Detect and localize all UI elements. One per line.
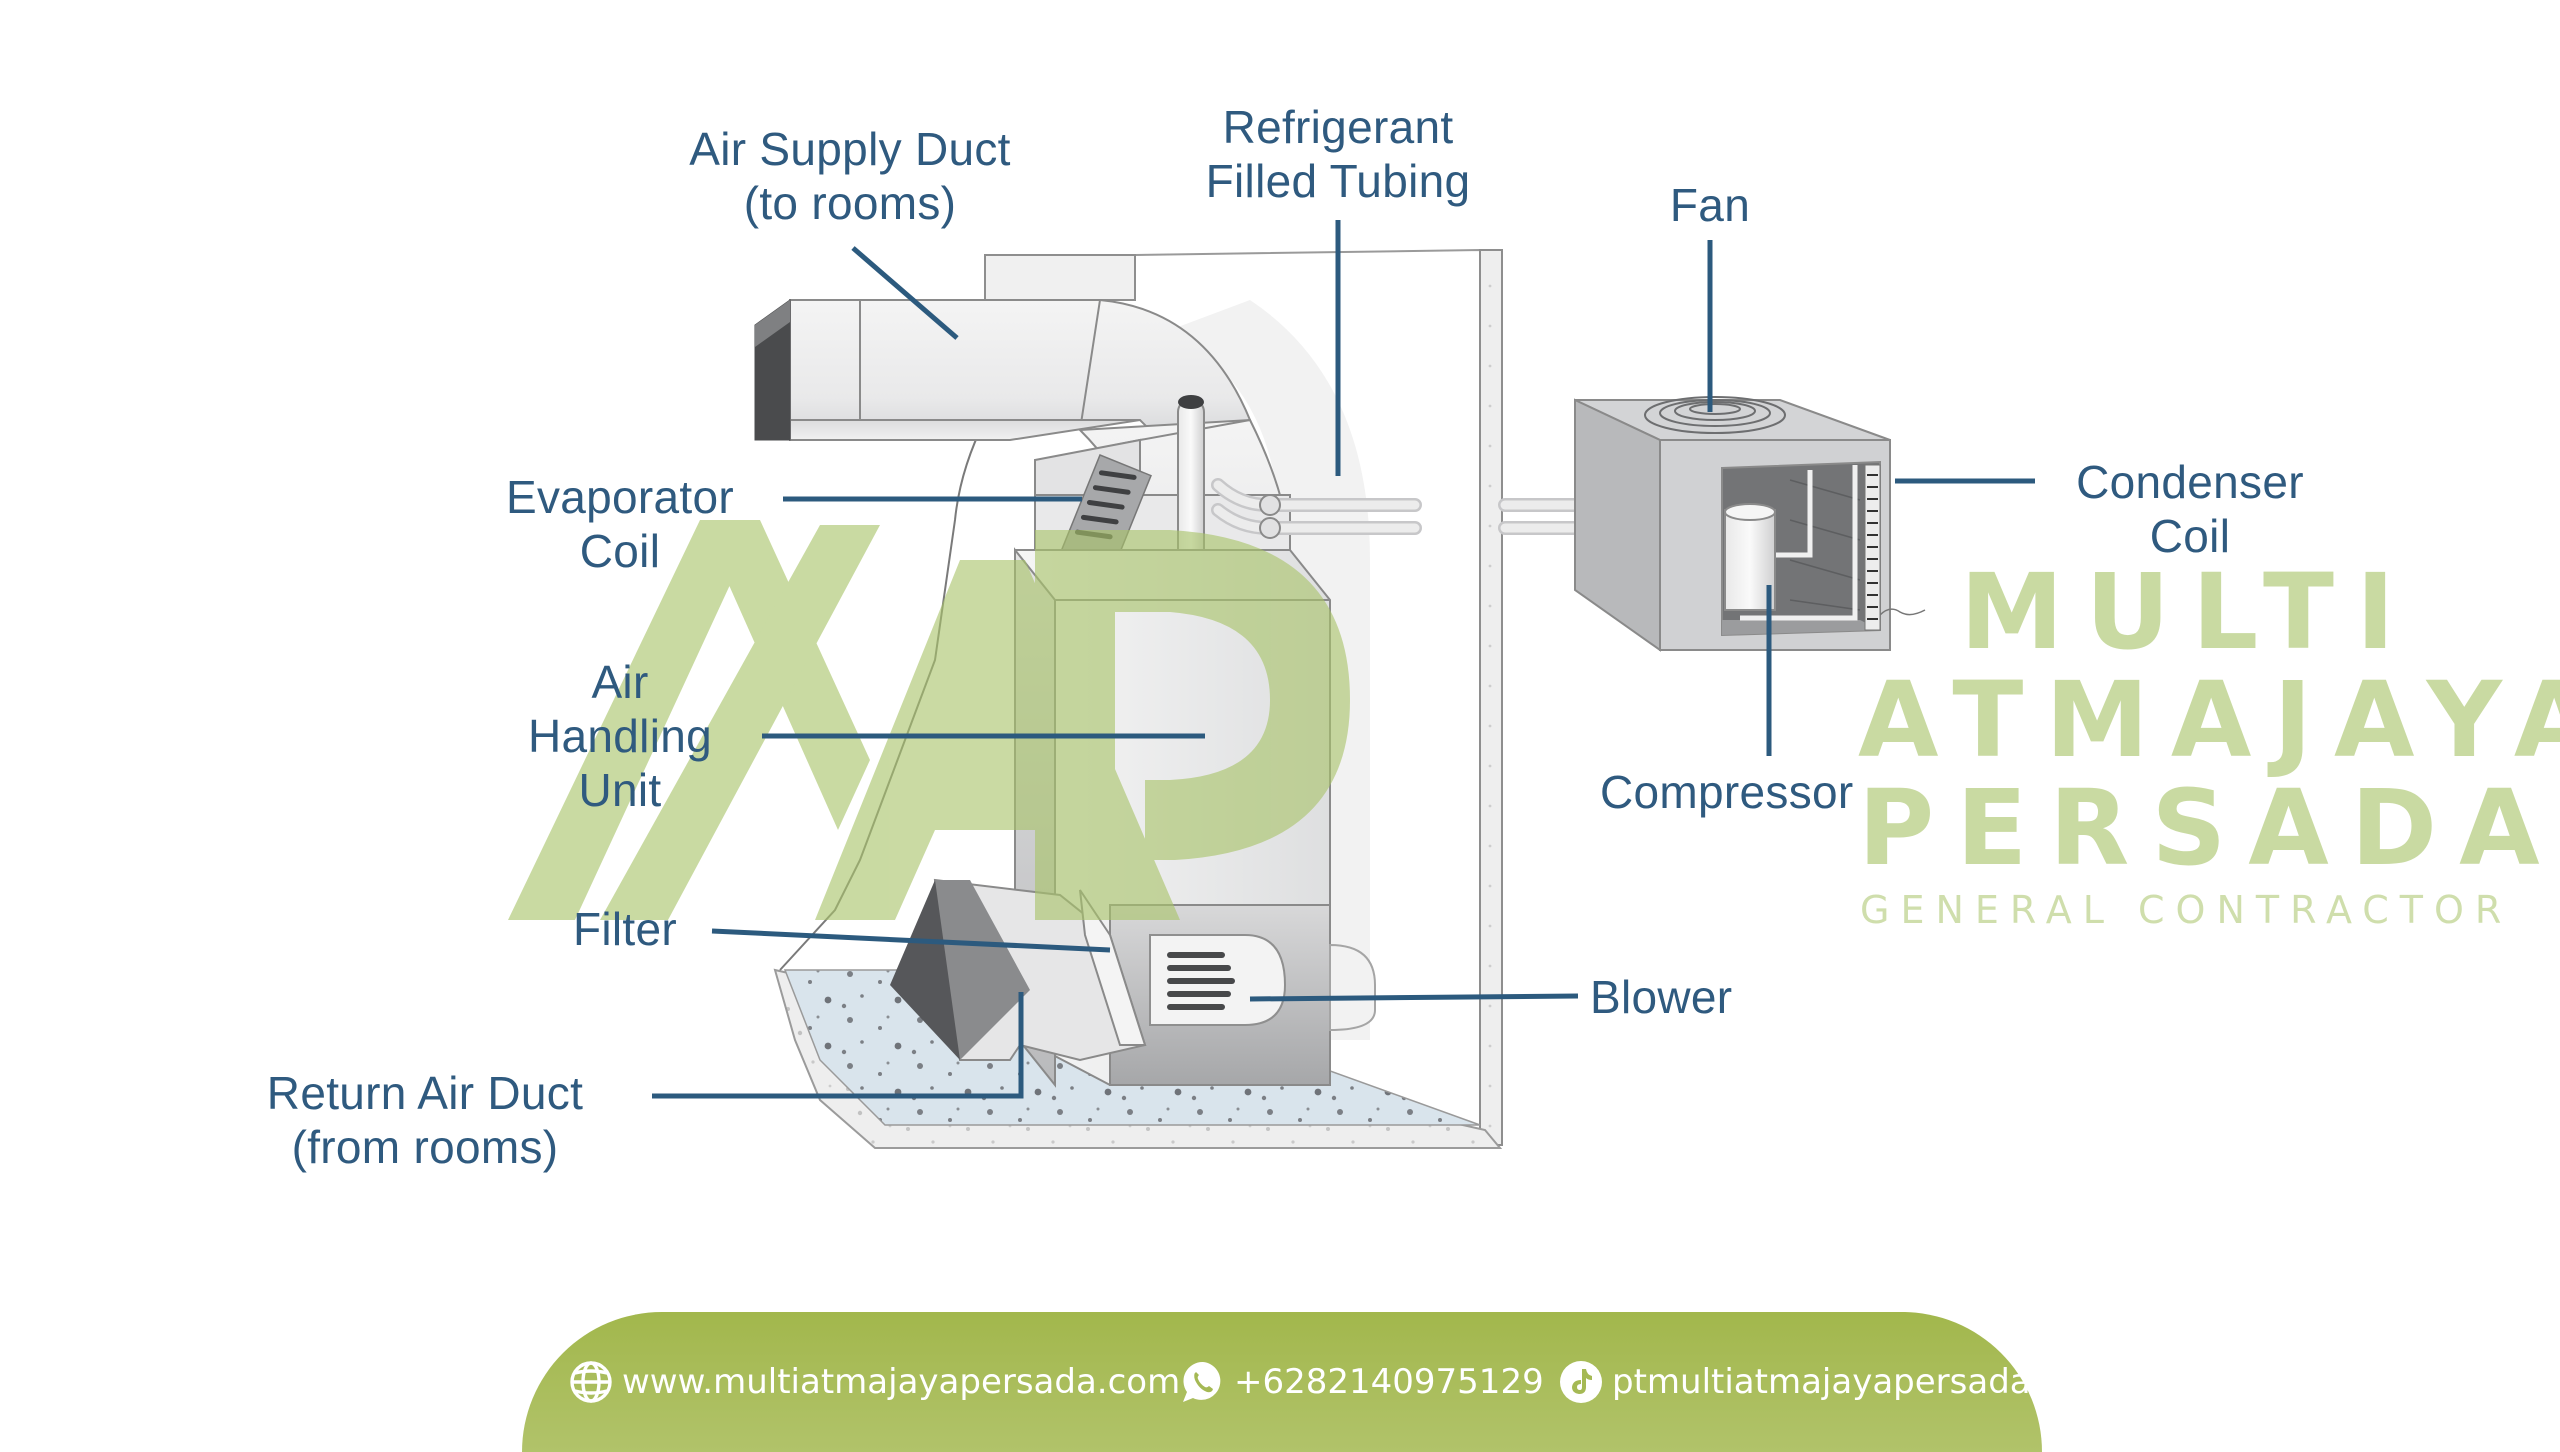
watermark-tagline: GENERAL CONTRACTOR (1860, 888, 2513, 932)
label-evaporator-coil: Evaporator Coil (505, 471, 734, 577)
website-text: www.multiatmajayapersada.com (622, 1362, 1181, 1402)
whatsapp-number: +6282140975129 (1234, 1362, 1544, 1402)
label-filter: Filter (572, 903, 678, 955)
label-refrigerant-tubing: Refrigerant Filled Tubing (1205, 101, 1471, 207)
tiktok-link[interactable]: ptmultiatmajayapersada (1558, 1358, 2031, 1406)
whatsapp-icon (1180, 1359, 1226, 1405)
whatsapp-link[interactable]: +6282140975129 (1180, 1358, 1544, 1406)
label-compressor: Compressor (1600, 766, 1854, 818)
watermark-line-3: PERSADA (1858, 767, 2560, 889)
exterior-wall (1479, 249, 1503, 1146)
contact-footer-bar (522, 1312, 2042, 1452)
globe-icon (568, 1359, 614, 1405)
watermark-line-2: ATMAJAYA (1858, 659, 2560, 781)
blower-vents (1167, 952, 1235, 1010)
label-condenser-coil: Condenser Coil (2076, 456, 2304, 562)
condenser-fan-grille (1644, 396, 1786, 434)
label-fan: Fan (1669, 179, 1751, 231)
label-air-supply-duct: Air Supply Duct (to rooms) (689, 123, 1011, 229)
label-return-air-duct: Return Air Duct (from rooms) (266, 1067, 584, 1173)
label-blower: Blower (1590, 971, 1733, 1023)
tiktok-icon (1558, 1359, 1604, 1405)
website-link[interactable]: www.multiatmajayapersada.com (568, 1358, 1180, 1406)
tiktok-handle: ptmultiatmajayapersada (1612, 1362, 2031, 1402)
compressor (1724, 509, 1776, 611)
watermark-line-1: MULTI (1960, 551, 2417, 673)
label-air-handling-unit: Air Handling Unit (528, 656, 712, 816)
